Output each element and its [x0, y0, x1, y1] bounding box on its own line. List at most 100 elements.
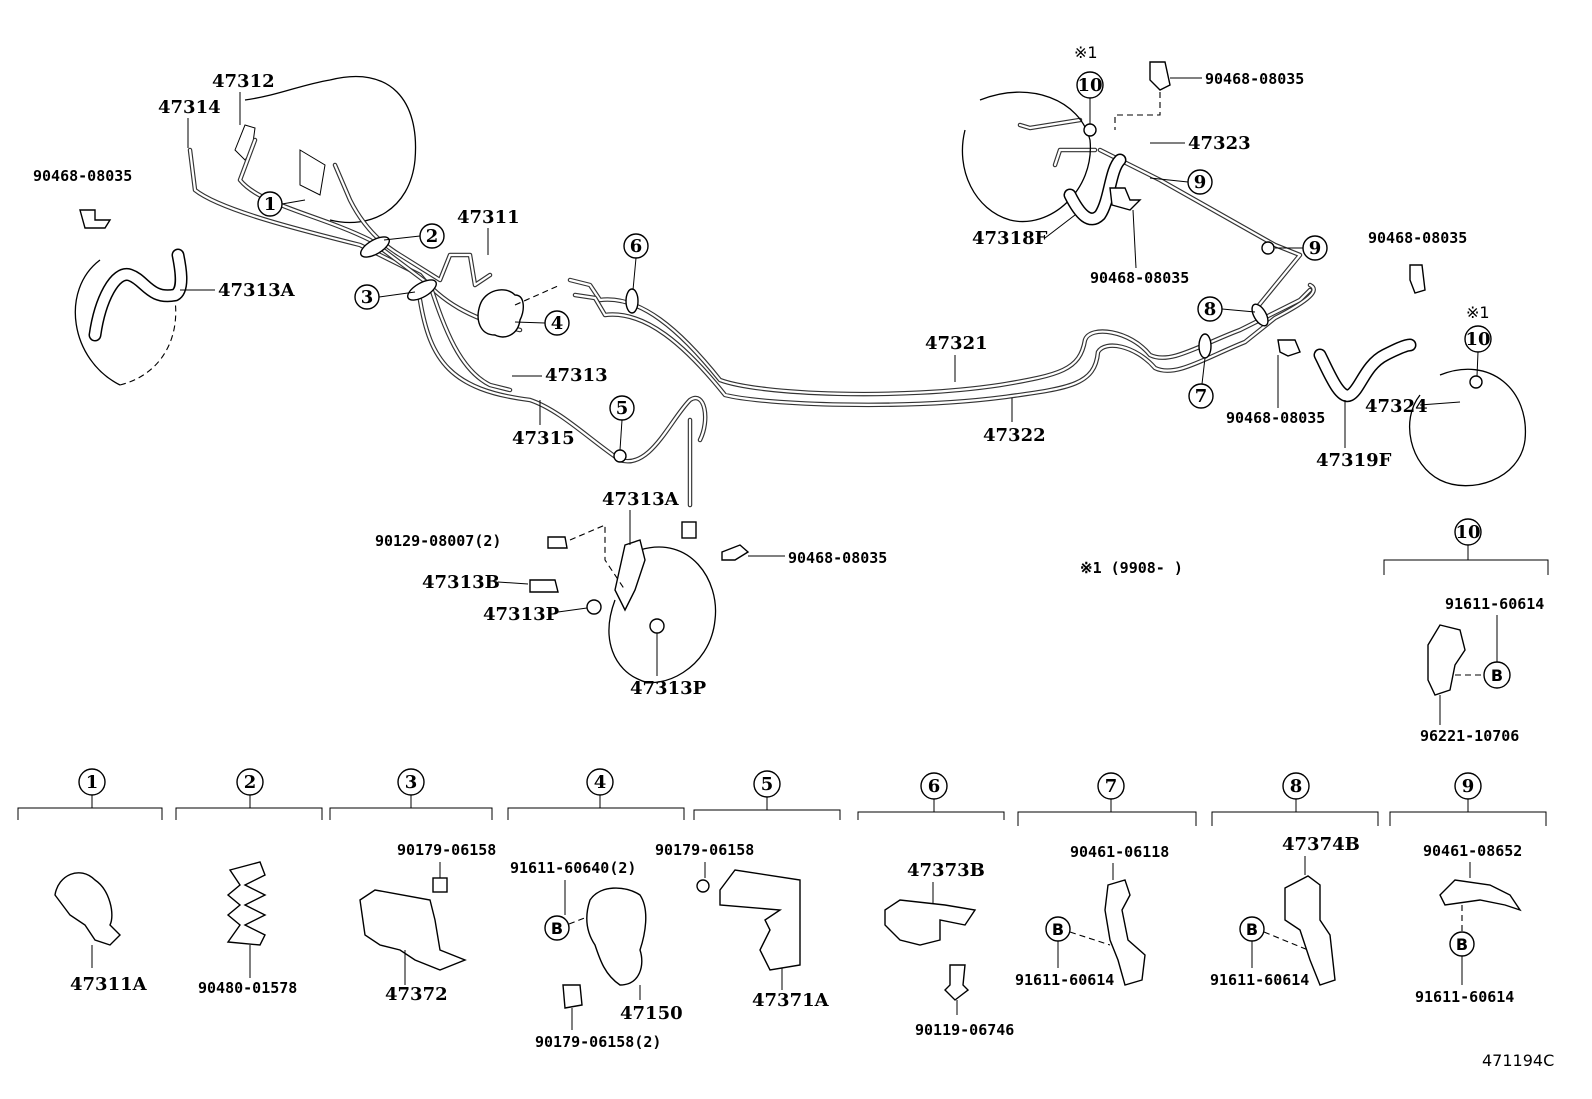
- detail-4-part-c: 90179-06158(2): [535, 1033, 661, 1051]
- label-47322: 47322: [983, 425, 1046, 446]
- detail-2: 2 90480-01578: [175, 768, 323, 997]
- pipe-47314-inner: [188, 148, 522, 332]
- hose-47319F-inner: [1315, 340, 1415, 401]
- center-rotor: [608, 546, 717, 684]
- svg-text:B: B: [1456, 935, 1468, 954]
- diagram-reference-code: 471194C: [1482, 1051, 1554, 1070]
- detail-7: 7 90461-06118 B 91611-60614: [1015, 772, 1197, 989]
- clamp-8: [1251, 303, 1269, 327]
- svg-text:10: 10: [1455, 522, 1480, 543]
- detail-5-part-a: 90179-06158: [655, 841, 754, 859]
- svg-text:9: 9: [1462, 776, 1475, 797]
- proportioning-valve-47150: [477, 289, 524, 338]
- label-47313: 47313: [545, 365, 608, 386]
- svg-text:8: 8: [1204, 299, 1217, 320]
- detail-7-part-b: 91611-60614: [1015, 971, 1114, 989]
- detail-4-part-a: 91611-60640(2): [510, 859, 636, 877]
- label-47324: 47324: [1365, 396, 1428, 417]
- svg-text:9: 9: [1194, 172, 1207, 193]
- svg-text:※1: ※1: [1466, 303, 1490, 322]
- front-left-hose-rotor: [74, 259, 121, 386]
- svg-text:B: B: [1052, 920, 1064, 939]
- detail-4-valve: [586, 887, 647, 986]
- svg-text:9: 9: [1309, 238, 1322, 259]
- clip-90468-left: [79, 209, 112, 229]
- bolt-47313B: [529, 579, 559, 593]
- detail-5-part-b: 47371A: [752, 990, 830, 1011]
- svg-text:6: 6: [928, 776, 941, 797]
- detail-3-part-a: 90179-06158: [397, 841, 496, 859]
- pipe-47315-inner: [418, 298, 707, 463]
- callout-2: 2: [383, 223, 445, 249]
- pipe-47321-inner: [568, 278, 1312, 396]
- detail-10-part-2: 96221-10706: [1420, 727, 1519, 745]
- detail-4-bolt: [562, 984, 583, 1009]
- callout-10-a: ※1 10: [1074, 43, 1104, 124]
- callout-7: 7: [1188, 357, 1214, 409]
- leader-47313B: [497, 581, 529, 585]
- rear-right-bottom-brake: [1277, 264, 1527, 487]
- brake-pipes: [187, 117, 1316, 508]
- hose-47318F-inner: [1065, 155, 1125, 224]
- detail-3-part-b: 47372: [385, 984, 448, 1005]
- callout-9-a: 9: [1149, 169, 1213, 195]
- detail-5-bracket: [719, 869, 801, 971]
- leader-90468-rmid: [1132, 209, 1137, 269]
- clip-90468-top: [1149, 61, 1171, 91]
- svg-text:B: B: [551, 919, 563, 938]
- label-90468-rlow: 90468-08035: [1226, 409, 1325, 427]
- b-marker-10: [1483, 661, 1511, 689]
- svg-text:5: 5: [761, 774, 774, 795]
- svg-text:7: 7: [1105, 776, 1118, 797]
- svg-text:4: 4: [594, 772, 607, 793]
- detail-2-part: 90480-01578: [198, 979, 297, 997]
- detail-10: 10 91611-60614 B 96221-10706: [1383, 518, 1549, 745]
- leader-47313P-a: [557, 607, 588, 613]
- svg-text:※1: ※1: [1074, 43, 1098, 62]
- label-90468-rmid: 90468-08035: [1090, 269, 1189, 287]
- svg-text:10: 10: [1077, 75, 1102, 96]
- rear-rotor-bottom: [1408, 368, 1527, 487]
- svg-text:10: 10: [1465, 329, 1490, 350]
- label-47313A-center: 47313A: [602, 489, 680, 510]
- callout-5: 5: [609, 395, 635, 451]
- label-90468-top: 90468-08035: [1205, 70, 1304, 88]
- detail-2-grommet: [226, 861, 267, 946]
- svg-text:7: 7: [1195, 386, 1208, 407]
- svg-text:8: 8: [1290, 776, 1303, 797]
- svg-text:B: B: [1491, 666, 1503, 685]
- leader-47324: [1419, 401, 1461, 406]
- leader-47318F: [1044, 214, 1076, 239]
- svg-text:2: 2: [244, 772, 257, 793]
- label-90468-right: 90468-08035: [1368, 229, 1467, 247]
- label-47318F: 47318F: [972, 228, 1048, 249]
- clamp-10-b: [1469, 375, 1483, 389]
- detail-6-bolt: [944, 964, 970, 1001]
- detail-9-clamp: [1439, 879, 1522, 912]
- detail-6: 6 47373B 90119-06746: [857, 772, 1014, 1039]
- label-90468-center: 90468-08035: [788, 549, 887, 567]
- detail-4: 4 91611-60640(2) B 47150 90179-06158(2): [507, 768, 685, 1051]
- clip-top-dash: [1114, 92, 1161, 130]
- callout-6: 6: [623, 233, 649, 291]
- clip-90468-center: [721, 544, 750, 561]
- svg-text:3: 3: [361, 287, 374, 308]
- detail-3-nut: [432, 877, 448, 893]
- bolt-90129: [547, 536, 568, 549]
- detail-5-nut: [696, 879, 710, 893]
- callout-3: 3: [354, 284, 416, 310]
- bolt-dash: [569, 524, 626, 591]
- pipe-47322-inner: [573, 283, 1315, 406]
- clamp-10-a: [1083, 123, 1097, 137]
- pipe-rear-top2-inner: [1053, 148, 1097, 167]
- label-90468-left: 90468-08035: [33, 167, 132, 185]
- rotor-edge-line: [244, 79, 331, 101]
- detail-1: 1 47311A: [17, 768, 163, 995]
- label-47319F: 47319F: [1316, 450, 1392, 471]
- detail-6-part-b: 90119-06746: [915, 1021, 1014, 1039]
- label-47315: 47315: [512, 428, 575, 449]
- clamp-5: [613, 449, 627, 463]
- clip-90468-right: [1409, 264, 1426, 294]
- detail-5: 5 90179-06158 47371A: [655, 770, 841, 1011]
